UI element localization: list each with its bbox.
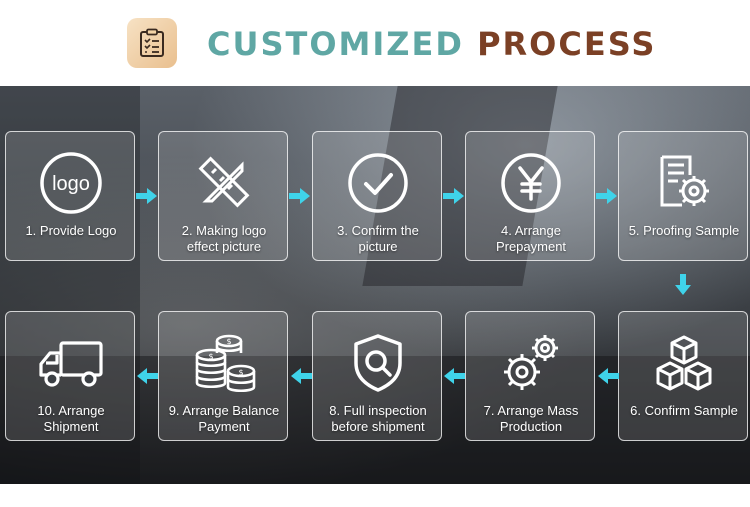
yen-circle-icon: [496, 150, 566, 216]
truck-icon: [36, 330, 106, 396]
document-gear-icon: [649, 150, 719, 216]
arrow-left-icon: [598, 368, 619, 384]
step-card-6: 6. Confirm Sample: [618, 311, 748, 441]
arrow-right-icon: [289, 188, 310, 204]
arrow-right-icon: [596, 188, 617, 204]
shield-search-icon: [343, 330, 413, 396]
arrow-left-icon: [137, 368, 158, 384]
step-label: 5. Proofing Sample: [628, 223, 740, 238]
arrow-right-icon: [443, 188, 464, 204]
clipboard-checklist-icon: [127, 18, 177, 68]
title-part1: CUSTOMIZED: [207, 25, 464, 63]
svg-text:$: $: [226, 337, 231, 346]
coin-stacks-icon: $ $ $: [189, 330, 259, 396]
svg-text:$: $: [208, 352, 213, 361]
gears-icon: [496, 330, 566, 396]
arrow-right-icon: [136, 188, 157, 204]
arrow-left-icon: [291, 368, 312, 384]
arrow-left-icon: [444, 368, 465, 384]
pencil-ruler-icon: [189, 150, 259, 216]
page-title: CUSTOMIZED PROCESS: [207, 24, 656, 64]
logo-circle-icon: logo: [36, 150, 106, 216]
bottom-margin: [0, 484, 750, 507]
step-card-1: logo 1. Provide Logo: [5, 131, 135, 261]
step-label: 1. Provide Logo: [25, 223, 117, 238]
header: CUSTOMIZED PROCESS: [0, 0, 750, 86]
arrow-down-icon: [675, 274, 691, 295]
step-card-5: 5. Proofing Sample: [618, 131, 748, 261]
svg-text:$: $: [238, 368, 243, 377]
check-circle-icon: [343, 150, 413, 216]
background-photo: [0, 86, 750, 484]
step-label: 6. Confirm Sample: [630, 403, 738, 418]
logo-text: logo: [52, 173, 90, 195]
title-part2: PROCESS: [477, 25, 657, 63]
boxes-icon: [649, 330, 719, 396]
